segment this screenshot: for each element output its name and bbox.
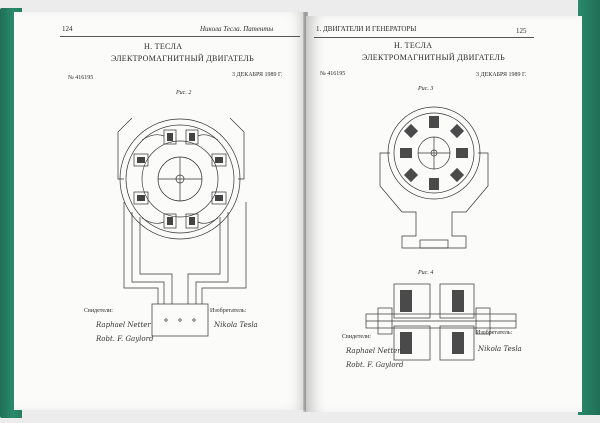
- right-witnesses-label: Свидетели:: [342, 334, 371, 340]
- left-page-number: 124: [62, 25, 73, 33]
- right-date: 3 ДЕКАБРЯ 1989 Г.: [476, 72, 527, 78]
- left-inventor-signature: Nikola Tesla: [214, 321, 258, 329]
- right-inventor-label: Изобретатель:: [476, 330, 513, 336]
- left-running-head: Никола Тесла. Патенты: [200, 25, 274, 33]
- right-page-number: 125: [516, 27, 527, 35]
- left-author: Н. ТЕСЛА: [144, 42, 183, 51]
- right-header-rule: [314, 37, 534, 38]
- book-cover-right: [578, 0, 600, 415]
- right-witness-signature-1: Raphael Netter: [346, 347, 401, 355]
- right-page: 1. ДВИГАТЕЛИ И ГЕНЕРАТОРЫ 125 Н. ТЕСЛА Э…: [306, 16, 582, 412]
- left-patent-number: № 416195: [68, 75, 94, 81]
- right-figure-label-top: Рис. 3: [418, 86, 434, 92]
- right-patent-number: № 416195: [320, 71, 346, 77]
- motor-drawing-fig2: [117, 117, 247, 337]
- left-figure-label: Рис. 2: [176, 90, 192, 96]
- left-header-rule: [60, 36, 300, 37]
- right-running-head: 1. ДВИГАТЕЛИ И ГЕНЕРАТОРЫ: [316, 25, 417, 33]
- right-title: ЭЛЕКТРОМАГНИТНЫЙ ДВИГАТЕЛЬ: [362, 53, 506, 62]
- left-witness-signature-2: Robt. F. Gaylord: [96, 335, 154, 343]
- left-title: ЭЛЕКТРОМАГНИТНЫЙ ДВИГАТЕЛЬ: [111, 54, 255, 63]
- left-witness-signature-1: Raphael Netter: [96, 321, 151, 329]
- motor-drawing-fig4: [365, 283, 517, 361]
- left-page: 124 Никола Тесла. Патенты Н. ТЕСЛА ЭЛЕКТ…: [14, 12, 308, 410]
- motor-drawing-fig3: [379, 106, 489, 249]
- right-author: Н. ТЕСЛА: [394, 41, 433, 50]
- right-inventor-signature: Nikola Tesla: [478, 345, 522, 353]
- right-figure-label-bottom: Рис. 4: [418, 270, 434, 276]
- book-gutter: [303, 12, 308, 412]
- left-inventor-label: Изобретатель:: [210, 308, 247, 314]
- right-witness-signature-2: Robt. F. Gaylord: [346, 361, 404, 369]
- left-witnesses-label: Свидетели:: [84, 308, 113, 314]
- left-date: 3 ДЕКАБРЯ 1989 Г.: [232, 72, 283, 78]
